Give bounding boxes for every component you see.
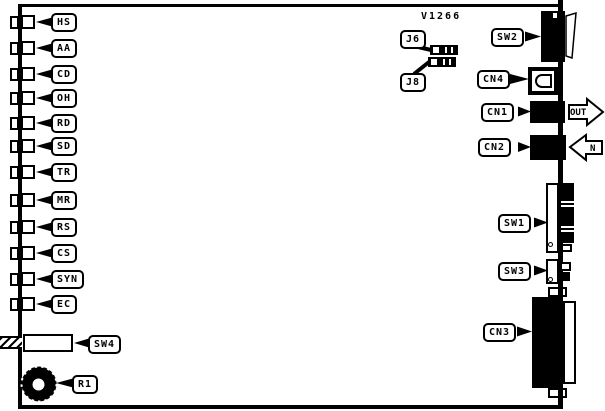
led-pin [10,221,19,234]
led-syn-label: SYN [51,270,85,289]
jumper-pin-divider [445,47,447,53]
in-arrow [568,133,603,163]
sw3-pin1-dot [548,277,553,282]
jumper-pin-divider [443,59,445,65]
led-indicator [21,165,35,179]
led-aa-label: AA [51,39,78,58]
cn2-label: CN2 [478,138,512,157]
sw1-pin1-dot [548,242,553,247]
led-cs-label: CS [51,244,78,263]
led-pin [10,16,19,29]
sw1-actuator-gap [561,201,574,203]
cn1-connector-body [530,101,565,123]
sw4-label: SW4 [88,335,122,354]
part-number-label: V1266 [421,11,462,22]
cn3-connector-body [532,297,563,388]
led-pin [10,166,19,179]
led-oh-label: OH [51,89,78,108]
led-rs-label: RS [51,218,78,237]
sw4-switch-body [23,334,73,352]
led-cd-label: CD [51,65,78,84]
sw1-actuators [561,183,574,243]
sw2-notch [553,13,557,18]
led-indicator [21,139,35,153]
led-pin [10,92,19,105]
led-pin [10,273,19,286]
led-pin [10,247,19,260]
jumper-pin-divider [451,47,453,53]
bracket-stub [558,0,563,5]
led-indicator [21,246,35,260]
jumper-open-position [433,47,439,53]
led-pin [10,42,19,55]
cn4-jack-slot [535,74,552,88]
sw3-tab-lower [560,272,570,281]
sw1-actuator-gap [561,226,574,228]
jumper-pin-divider [449,59,451,65]
out-arrow [568,96,605,128]
sw1-actuator-gap [561,205,574,207]
panel-hatch [0,336,22,349]
led-pin [10,140,19,153]
cn3-screw-tab-top [548,287,567,297]
cn2-connector-body [530,135,566,160]
led-indicator [21,220,35,234]
sw1-tab [561,244,572,252]
sw2-lever-outline [565,11,577,60]
led-pin [10,194,19,207]
led-pin [10,68,19,81]
led-pin [10,117,19,130]
sw2-label: SW2 [491,28,525,47]
led-pin [10,298,19,311]
led-indicator [21,15,35,29]
bracket-line-segment [558,287,563,297]
led-rd-label: RD [51,114,78,133]
jumper-open-position [431,59,437,65]
led-tr-label: TR [51,163,78,182]
led-indicator [21,116,35,130]
in-arrow-label: N [590,144,595,154]
j6-jumper-block [430,45,458,55]
led-hs-label: HS [51,13,78,32]
led-indicator [21,41,35,55]
led-indicator [21,193,35,207]
cn1-label: CN1 [481,103,515,122]
cn3-label: CN3 [483,323,517,342]
led-indicator [21,67,35,81]
out-arrow-label: OUT [570,108,587,118]
led-ec-label: EC [51,295,78,314]
cn3-screw-tab-bottom [548,388,567,398]
bracket-line-segment [558,388,563,398]
sw2-switch-body [541,11,565,62]
cn4-label: CN4 [477,70,511,89]
r1-label: R1 [72,375,99,394]
led-indicator [21,91,35,105]
sw1-label: SW1 [498,214,532,233]
sw3-tab-upper [560,262,571,271]
led-indicator [21,297,35,311]
led-sd-label: SD [51,137,78,156]
sw1-actuator-gap [561,230,574,232]
led-mr-label: MR [51,191,78,210]
j6-label: J6 [400,30,427,49]
cn3-connector-shell [563,301,576,384]
sw3-label: SW3 [498,262,532,281]
j8-label: J8 [400,73,427,92]
led-indicator [21,272,35,286]
j8-jumper-block [428,57,456,67]
